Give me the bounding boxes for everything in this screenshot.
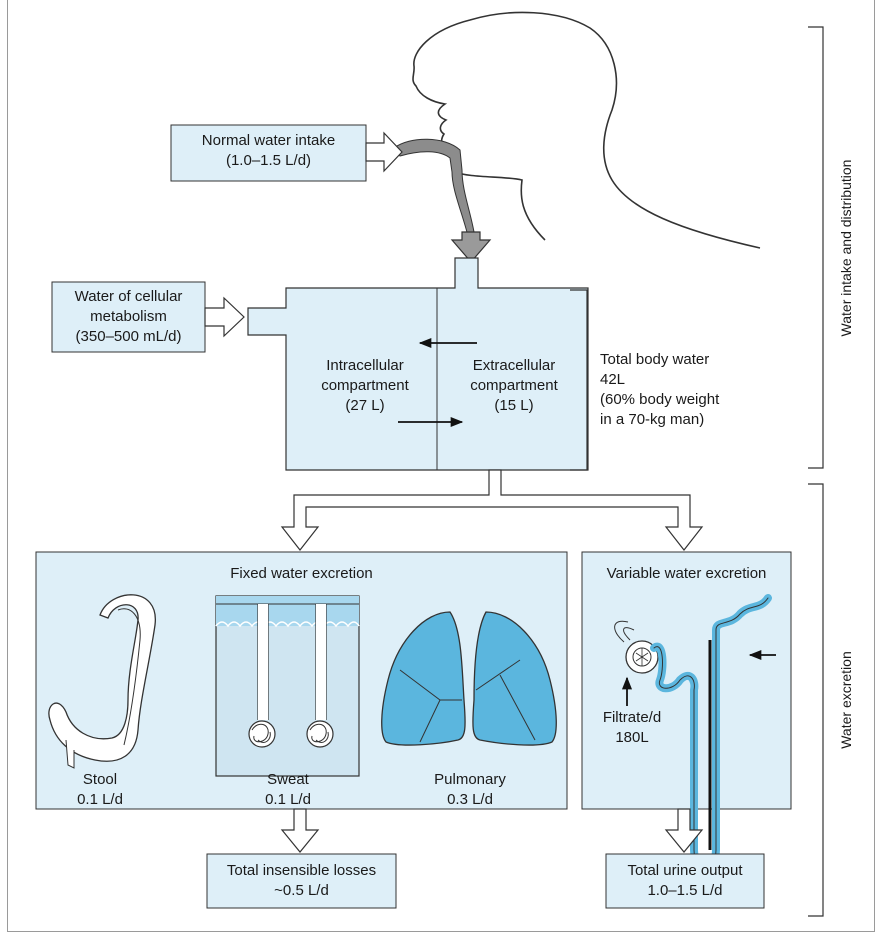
sweat-value: 0.1 L/d — [248, 790, 328, 810]
intake-side-bracket — [808, 27, 823, 468]
tbw-note-1: (60% body weight — [600, 390, 719, 410]
extracellular-title: Extracellular — [444, 356, 584, 376]
tbw-volume: 42L — [600, 370, 719, 390]
intracellular-subtitle: compartment — [300, 376, 430, 396]
intracellular-label: Intracellular compartment (27 L) — [300, 356, 430, 416]
extracellular-subtitle: compartment — [444, 376, 584, 396]
metabolism-title-1: Water of cellular — [52, 287, 205, 307]
insensible-down-arrow — [282, 809, 318, 852]
pulmonary-title: Pulmonary — [420, 770, 520, 790]
throat-tube — [394, 139, 474, 236]
extracellular-volume: (15 L) — [444, 396, 584, 416]
fixed-excretion-title: Fixed water excretion — [36, 564, 567, 584]
intake-arrow — [366, 133, 402, 171]
excretion-side-label: Water excretion — [838, 651, 854, 749]
total-body-water-label: Total body water 42L (60% body weight in… — [600, 350, 719, 430]
variable-excretion-box — [582, 552, 791, 809]
filtrate-label: Filtrate/d 180L — [592, 708, 672, 748]
tbw-note-2: in a 70-kg man) — [600, 410, 719, 430]
intracellular-title: Intracellular — [300, 356, 430, 376]
normal-intake-label: Normal water intake (1.0–1.5 L/d) — [171, 131, 366, 171]
split-arrow — [282, 470, 702, 550]
extracellular-label: Extracellular compartment (15 L) — [444, 356, 584, 416]
filtrate-value: 180L — [592, 728, 672, 748]
normal-intake-value: (1.0–1.5 L/d) — [171, 151, 366, 171]
stool-label: Stool 0.1 L/d — [60, 770, 140, 810]
urine-total-value: 1.0–1.5 L/d — [606, 881, 764, 901]
pulmonary-value: 0.3 L/d — [420, 790, 520, 810]
intake-side-label: Water intake and distribution — [838, 160, 854, 337]
insensible-total-value: ~0.5 L/d — [207, 881, 396, 901]
sweat-label: Sweat 0.1 L/d — [248, 770, 328, 810]
stool-title: Stool — [60, 770, 140, 790]
metabolism-label: Water of cellular metabolism (350–500 mL… — [52, 287, 205, 347]
metabolism-title-2: metabolism — [52, 307, 205, 327]
stool-value: 0.1 L/d — [60, 790, 140, 810]
excretion-side-bracket — [808, 484, 823, 916]
urine-total-title: Total urine output — [606, 861, 764, 881]
normal-intake-title: Normal water intake — [171, 131, 366, 151]
intracellular-volume: (27 L) — [300, 396, 430, 416]
metabolism-arrow — [205, 298, 244, 336]
pulmonary-label: Pulmonary 0.3 L/d — [420, 770, 520, 810]
insensible-total-label: Total insensible losses ~0.5 L/d — [207, 861, 396, 901]
sweat-title: Sweat — [248, 770, 328, 790]
filtrate-title: Filtrate/d — [592, 708, 672, 728]
urine-total-label: Total urine output 1.0–1.5 L/d — [606, 861, 764, 901]
metabolism-value: (350–500 mL/d) — [52, 327, 205, 347]
tbw-title: Total body water — [600, 350, 719, 370]
insensible-total-title: Total insensible losses — [207, 861, 396, 881]
variable-excretion-title: Variable water excretion — [582, 564, 791, 584]
